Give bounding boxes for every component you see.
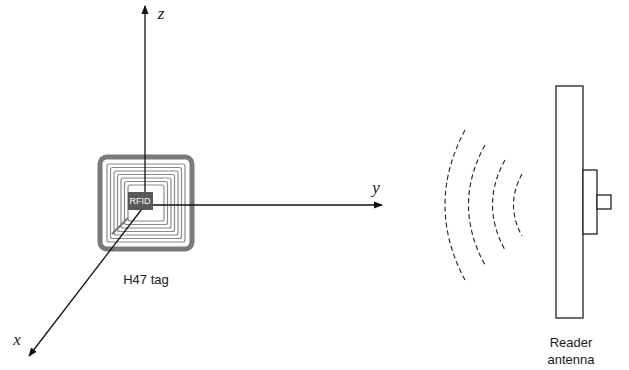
rfid-chip: RFID xyxy=(128,192,153,210)
radio-waves xyxy=(445,130,522,280)
y-axis xyxy=(145,204,382,205)
tag-outline xyxy=(100,157,192,249)
reader-antenna xyxy=(556,86,611,318)
z-axis xyxy=(144,6,145,205)
axis-label: z xyxy=(158,4,165,24)
axis-label: x xyxy=(13,330,21,350)
chip-text: RFID xyxy=(130,196,151,206)
tag-coil xyxy=(107,164,185,242)
tag-label: H47 tag xyxy=(123,272,169,287)
axis-label: y xyxy=(372,178,380,198)
antenna-label: Reader antenna xyxy=(539,334,603,368)
coil-lead xyxy=(112,218,128,234)
rfid-tag xyxy=(100,157,192,249)
